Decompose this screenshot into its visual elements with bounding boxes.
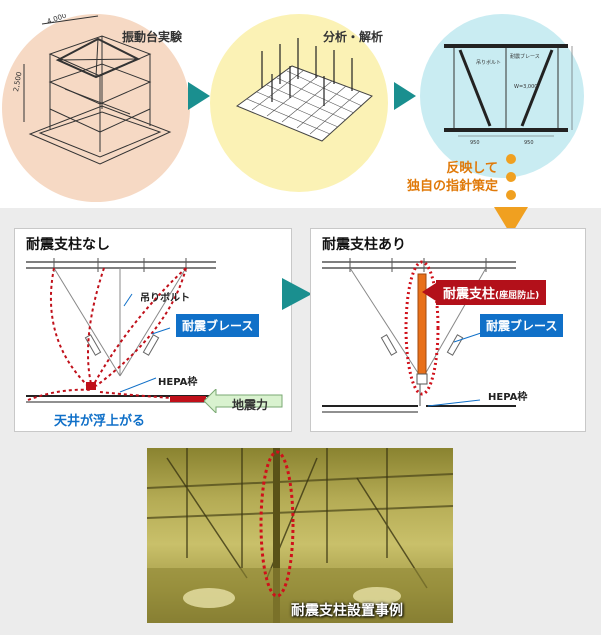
step2-label: 分析・解析	[323, 28, 383, 45]
flow-arrow-1	[188, 82, 210, 110]
label-quake: 地震力	[232, 396, 268, 413]
label-hepa-without: HEPA枠	[158, 373, 197, 388]
flow-dot-3	[506, 190, 516, 200]
dim-a-text: 4,000	[46, 14, 68, 26]
guideline-drawing: 吊りボルト 耐震ブレース W=3,000 950 950	[438, 36, 578, 146]
panel-arrow	[282, 278, 312, 310]
drawing-label-brace: 耐震ブレース	[510, 53, 540, 60]
dim-b-text: 2,500	[12, 71, 23, 92]
tag-seismic-column: 耐震支柱(座屈防止)	[436, 280, 546, 305]
reflect-note-line1: 反映して	[380, 160, 498, 178]
label-hanger-bolt: 吊りボルト	[140, 289, 190, 304]
analysis-mesh-drawing	[232, 36, 382, 146]
step1-label: 振動台実験	[122, 28, 182, 45]
label-hepa-with: HEPA枠	[488, 388, 527, 403]
flow-arrow-2	[394, 82, 416, 110]
photo-scene	[147, 448, 453, 623]
tag-brace-with: 耐震ブレース	[480, 314, 563, 337]
photo-caption: 耐震支柱設置事例	[291, 600, 403, 620]
flow-dot-2	[506, 172, 516, 182]
tag-seismic-column-label: 耐震支柱	[443, 287, 495, 302]
tag-brace-without: 耐震ブレース	[176, 314, 259, 337]
column-pointer-arrow	[422, 283, 436, 301]
label-ceiling-lifts: 天井が浮上がる	[54, 410, 145, 429]
drawing-label-bolt: 吊りボルト	[476, 59, 501, 66]
installation-photo: 耐震支柱設置事例	[147, 448, 453, 623]
drawing-label-span2: 950	[524, 140, 534, 146]
reflect-note: 反映して 独自の指針策定	[380, 160, 498, 196]
reflect-note-line2: 独自の指針策定	[380, 178, 498, 196]
flow-dot-1	[506, 154, 516, 164]
drawing-label-width: W=3,000	[514, 84, 537, 90]
drawing-label-span1: 950	[470, 140, 480, 146]
tag-seismic-column-note: (座屈防止)	[495, 291, 539, 301]
